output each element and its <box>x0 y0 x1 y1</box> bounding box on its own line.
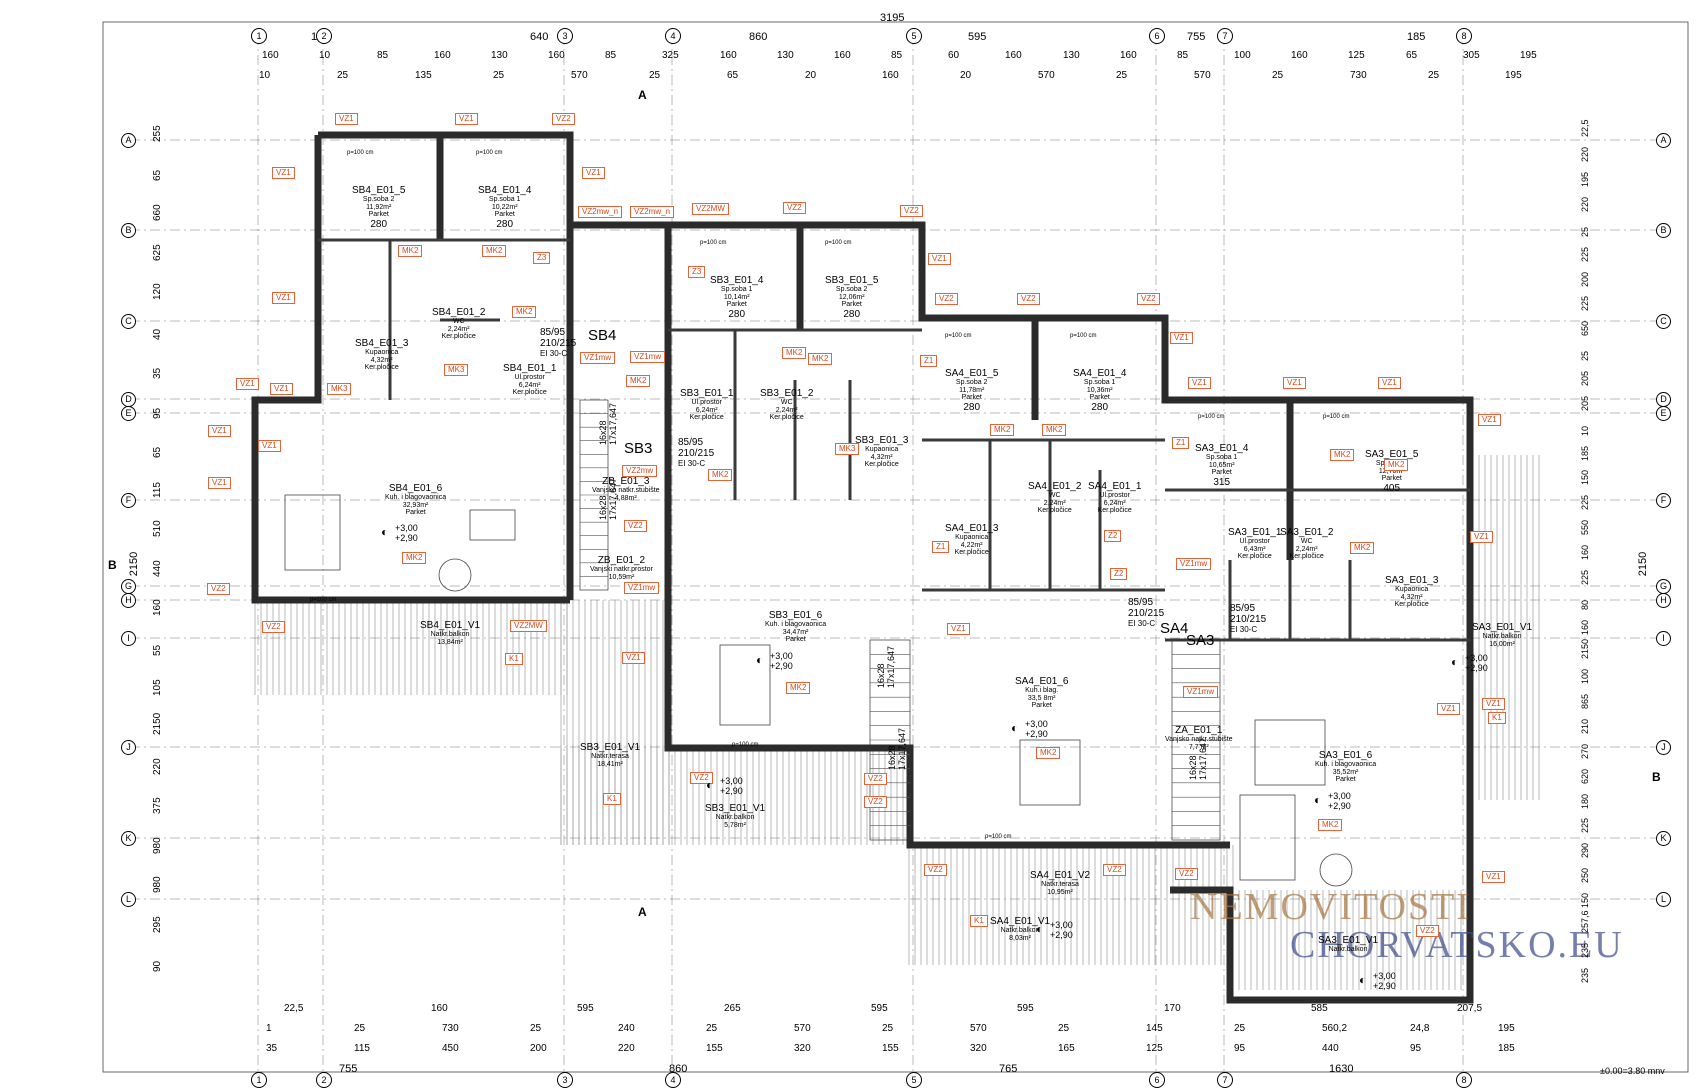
sheet-frame <box>102 21 1689 1073</box>
terrace-hatching <box>252 455 1542 990</box>
furniture <box>284 494 1353 887</box>
stair-steps <box>580 413 1220 827</box>
inner-walls <box>318 238 1470 642</box>
walls <box>251 131 1474 1004</box>
